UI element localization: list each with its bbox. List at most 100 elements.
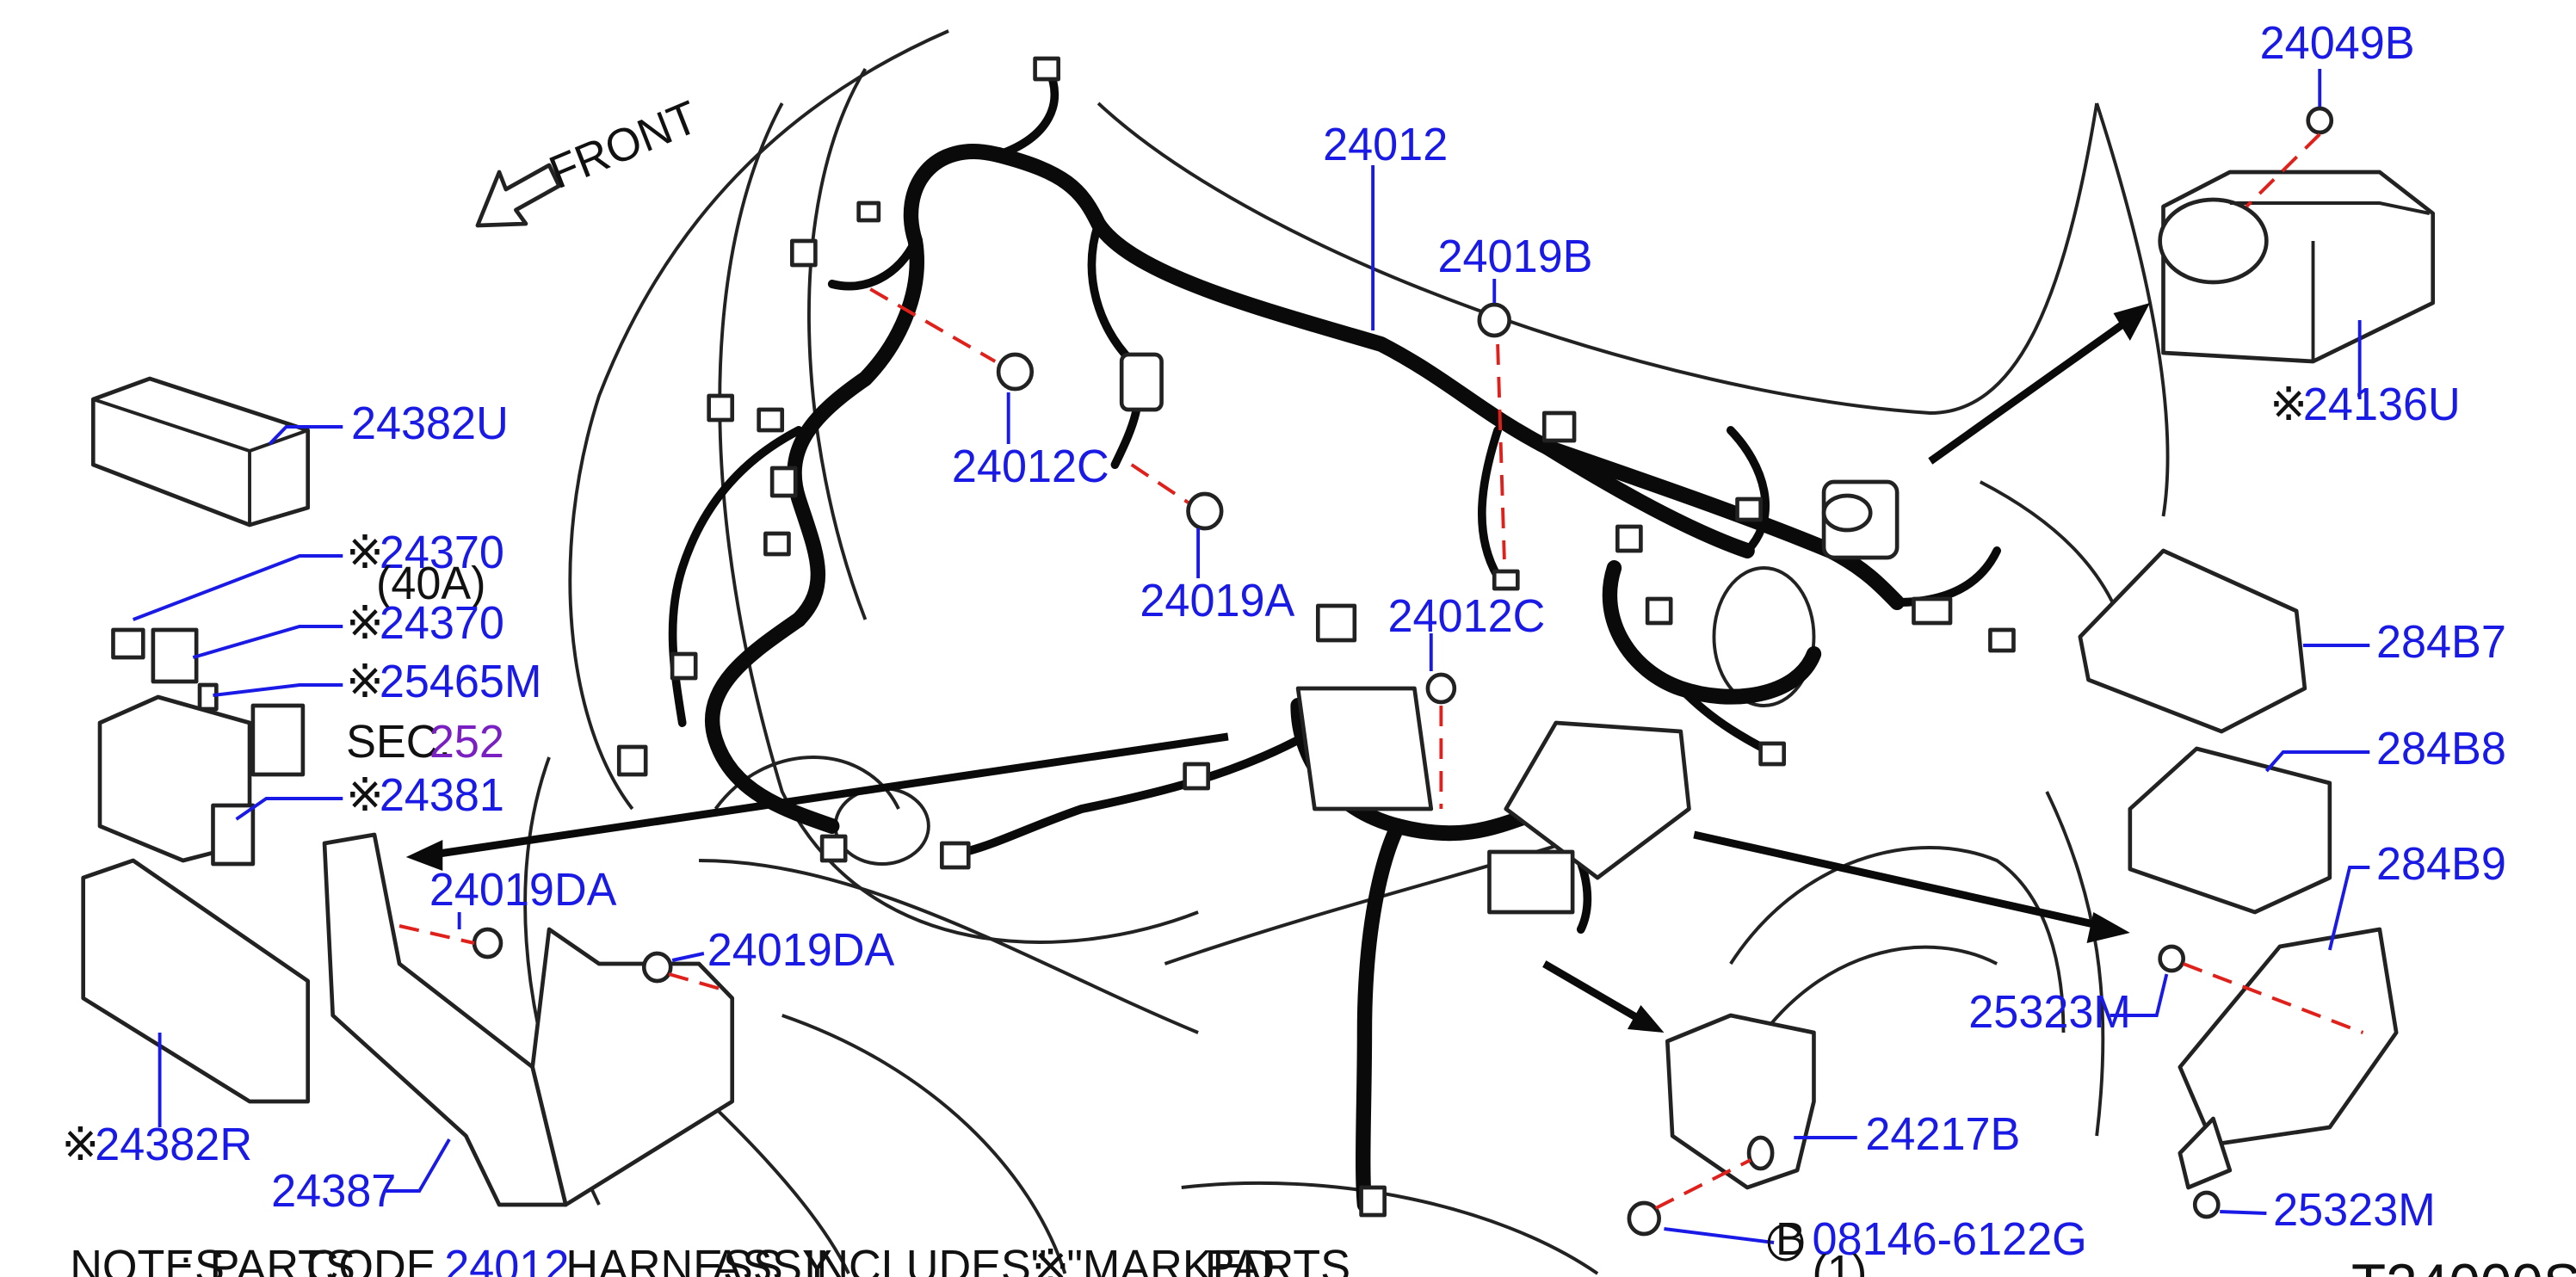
- connector-icon: [1359, 1185, 1387, 1218]
- connector-icon: [707, 393, 735, 423]
- clip-24019A-icon: [1186, 491, 1224, 531]
- notes: NOTES : PARTS CODE 24012 HARNESS ASSY IN…: [70, 1241, 1362, 1277]
- connector-icon: [1912, 596, 1953, 626]
- callout-24049B: 24049B: [2260, 17, 2415, 69]
- callout-24012C: 24012C: [952, 441, 1109, 492]
- fuse-box-cover-24382U: [90, 376, 311, 527]
- nut-icon: [2306, 106, 2334, 135]
- clip-24012C-icon: [996, 352, 1035, 392]
- callout-284B9: 284B9: [2376, 838, 2506, 890]
- relay-24381-icon: [211, 803, 256, 867]
- mark-symbol: ※: [62, 1119, 100, 1170]
- ecm-cover-284B7: [2078, 548, 2307, 734]
- connector-icon: [1988, 627, 2016, 653]
- svg-text:ASSY: ASSY: [713, 1241, 832, 1277]
- fuse-rating: (40A): [376, 558, 486, 609]
- bolt-icon: [1627, 1200, 1661, 1237]
- mark-symbol: ※: [346, 597, 384, 649]
- callout-24370: 24370: [380, 527, 504, 578]
- bracket-icon: [1487, 849, 1575, 915]
- mark-symbol: ※: [346, 656, 384, 707]
- callout-08146-6122G: 08146-6122G: [1813, 1213, 2087, 1265]
- harness-connectors: [616, 56, 2016, 1218]
- connector-icon: [1541, 410, 1577, 443]
- connector-icon: [1645, 596, 1673, 626]
- connector-icon: [1758, 741, 1786, 767]
- bolt-icon: [641, 951, 673, 984]
- callout-284B8: 284B8: [2376, 723, 2506, 774]
- ecm-bracket-284B8: [2128, 746, 2332, 915]
- callout-24217B: 24217B: [1865, 1108, 2020, 1160]
- callout-25323M: 25323M: [1968, 986, 2131, 1038]
- leader-lines: [133, 69, 2370, 1244]
- callout-24019A: 24019A: [1140, 575, 1295, 626]
- connector-icon: [616, 744, 648, 777]
- fuse-box-group: [81, 376, 735, 1207]
- connector-icon: [1735, 497, 1763, 522]
- bracket-plate-icon: [530, 927, 735, 1207]
- fasteners: [869, 287, 1511, 809]
- connector-icon: [819, 834, 848, 863]
- svg-text:PARTS.: PARTS.: [1205, 1241, 1363, 1277]
- front-direction-indicator: FRONT: [475, 91, 705, 228]
- connector-icon: [1315, 603, 1357, 643]
- connector-icon: [1615, 524, 1643, 553]
- svg-text:PARTS: PARTS: [210, 1241, 355, 1277]
- diagram-code: T24000SG: [2351, 1252, 2576, 1277]
- callout-24136U: 24136U: [2303, 379, 2461, 430]
- fuse-24370-icon: [151, 627, 199, 684]
- callout-24019DA-b: 24019DA: [707, 924, 895, 976]
- control-module: [1295, 686, 1691, 915]
- callout-24012: 24012: [1323, 119, 1448, 170]
- connector-icon: [757, 407, 785, 433]
- clip-24012C-b-icon: [1425, 672, 1457, 705]
- callout-labels: 24012 24049B ※ 24136U 24019B 24012C 2401…: [62, 17, 2506, 1277]
- relay-sec252-icon: [250, 703, 306, 777]
- mark-symbol: ※: [346, 527, 384, 578]
- bolt-type-letter: B: [1776, 1213, 1806, 1265]
- quantity-label: (1): [1813, 1246, 1868, 1277]
- fuse-25465m-icon: [197, 682, 219, 712]
- svg-text:INCLUDES": INCLUDES": [804, 1241, 1047, 1277]
- svg-text:CODE: CODE: [306, 1241, 436, 1277]
- connector-icon: [1492, 569, 1520, 591]
- connector-icon: [769, 466, 798, 498]
- mark-symbol: ※: [2270, 379, 2307, 430]
- connector-icon: [940, 841, 971, 870]
- callout-284B7: 284B7: [2376, 616, 2506, 668]
- bolt-type-circle: [1767, 1224, 1804, 1262]
- pointer-arrows: [405, 303, 2151, 1033]
- connector-icon: [790, 238, 818, 268]
- section-ref-word: SEC.: [346, 716, 451, 768]
- clip-24019B-icon: [1477, 302, 1511, 338]
- mark-symbol: ※: [346, 769, 384, 821]
- fuse-40a-icon: [111, 627, 145, 660]
- callout-24012C-b: 24012C: [1388, 590, 1546, 642]
- ecm-group: [2078, 548, 2399, 1219]
- svg-text::: :: [180, 1241, 193, 1277]
- connector-icon: [763, 531, 791, 557]
- section-ref-number: 252: [429, 716, 504, 768]
- fusible-link-box-24136U: [2158, 106, 2436, 364]
- front-arrow-icon: [475, 163, 561, 228]
- callout-24019DA: 24019DA: [429, 864, 617, 916]
- callout-24019B: 24019B: [1438, 231, 1593, 282]
- connector-icon: [856, 200, 881, 223]
- callout-24387: 24387: [271, 1165, 396, 1217]
- svg-text:※: ※: [1032, 1241, 1070, 1277]
- bracket-24217B: [1627, 1013, 1816, 1237]
- front-label: FRONT: [542, 91, 704, 199]
- connector-icon: [1183, 762, 1211, 791]
- fuse-box-case-24382R: [81, 858, 311, 1104]
- engine-bay-outline: [523, 29, 2170, 1275]
- connector-icon: [670, 651, 698, 681]
- bolt-icon: [472, 927, 503, 959]
- callout-25323M-b: 25323M: [2273, 1184, 2436, 1236]
- svg-text:24012: 24012: [444, 1241, 569, 1277]
- bolt-icon: [2192, 1190, 2221, 1219]
- callout-24382U: 24382U: [351, 398, 509, 449]
- callout-24381: 24381: [380, 769, 504, 821]
- bolt-icon: [2158, 944, 2186, 973]
- callout-25465M: 25465M: [380, 656, 542, 707]
